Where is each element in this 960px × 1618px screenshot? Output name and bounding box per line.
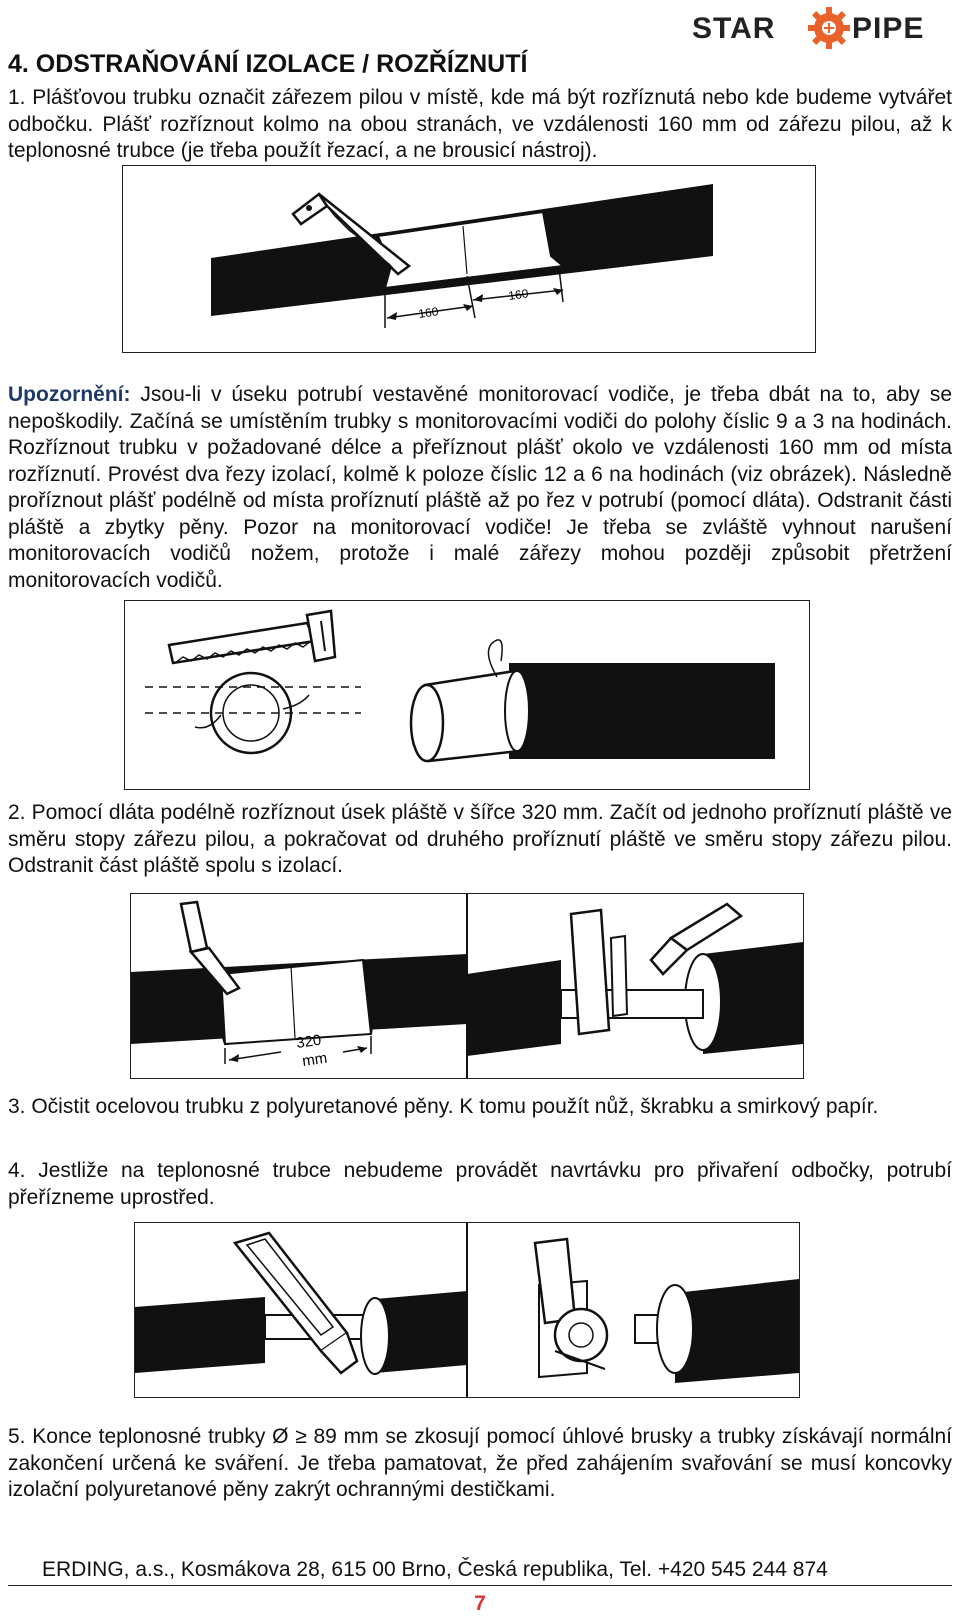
logo-text-star: STAR — [692, 12, 776, 45]
fig1-dim-left: 160 — [417, 304, 439, 321]
figure-cut-and-bevel — [134, 1222, 800, 1398]
section-heading: 4. ODSTRAŇOVÁNÍ IZOLACE / ROZŘÍZNUTÍ — [8, 50, 528, 78]
paragraph-4: 4. Jestliže na teplonosné trubce nebudem… — [8, 1159, 952, 1209]
chisel-icon — [569, 902, 744, 1036]
logo-gear-icon — [808, 7, 850, 49]
angle-grinder-icon — [533, 1237, 609, 1370]
fig3-dim-unit: mm — [301, 1050, 328, 1070]
saw-icon — [167, 609, 337, 665]
paragraph-2: 2. Pomocí dláta podélně rozříznout úsek … — [8, 801, 952, 877]
warning-paragraph: Upozornění: Jsou-li v úseku potrubí vest… — [8, 382, 952, 594]
paragraph-1: 1. Plášťovou trubku označit zářezem pilo… — [8, 86, 952, 162]
figure-chisel-320: 320 mm — [130, 893, 804, 1079]
hacksaw-icon — [232, 1231, 359, 1375]
warning-text: Jsou-li v úseku potrubí vestavěné monito… — [8, 383, 952, 592]
footer-rule — [8, 1585, 952, 1586]
paragraph-3: 3. Očistit ocelovou trubku z polyuretano… — [8, 1095, 879, 1118]
fig3-dim-value: 320 — [295, 1032, 322, 1052]
figure-monitoring-wires — [124, 600, 810, 790]
footer-address: ERDING, a.s., Kosmákova 28, 615 00 Brno,… — [42, 1558, 828, 1581]
paragraph-5: 5. Konce teplonosné trubky Ø ≥ 89 mm se … — [8, 1425, 952, 1501]
page-number: 7 — [474, 1592, 486, 1615]
warning-label: Upozornění: — [8, 383, 131, 406]
logo-text-pipe: PIPE — [852, 12, 925, 45]
saw-icon — [291, 192, 412, 276]
chisel-icon — [179, 900, 241, 996]
figure-saw-cut-160: 160 160 — [122, 165, 816, 353]
fig1-dim-right: 160 — [507, 286, 529, 303]
starpipe-logo: STAR PIPE — [692, 6, 952, 54]
